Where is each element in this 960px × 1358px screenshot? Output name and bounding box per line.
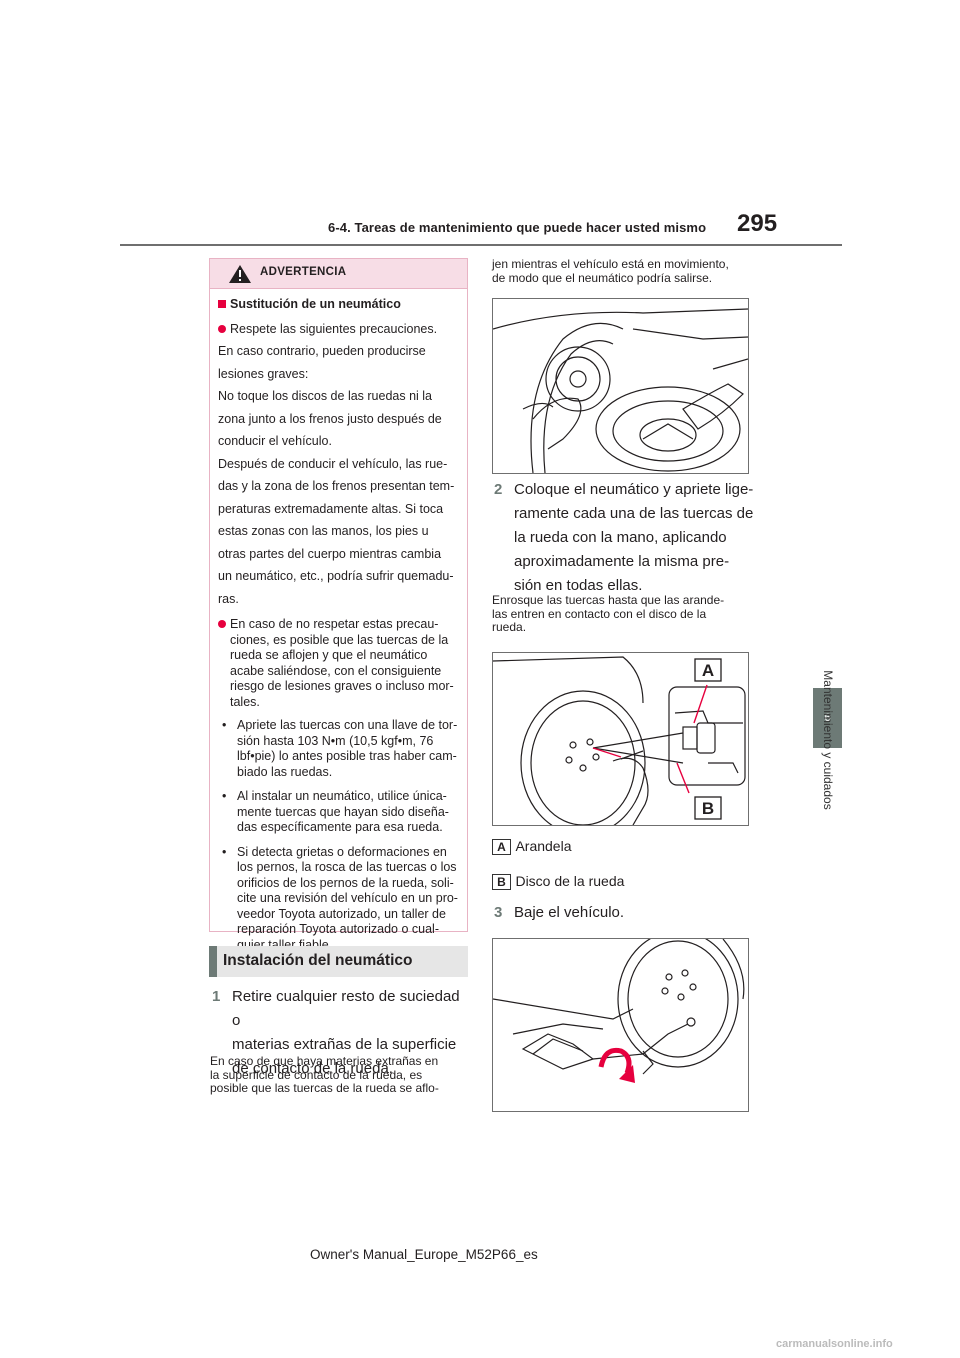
- warning-line: zona junto a los frenos justo después de: [218, 411, 442, 426]
- figure-clean-hub: [492, 298, 749, 474]
- watermark-logo: carmanualsonline.info: [776, 1338, 893, 1350]
- square-bullet-icon: [218, 300, 226, 308]
- warning-line: ras.: [218, 591, 239, 606]
- step-number: 2: [494, 481, 503, 498]
- legend-text: Arandela: [515, 838, 572, 854]
- warning-line: un neumático, etc., podría sufrir quemad…: [218, 569, 454, 583]
- step-3: 3 Baje el vehículo.: [494, 901, 754, 925]
- warning-triangle-icon: [229, 265, 251, 283]
- page-number: 295: [737, 210, 778, 237]
- warning-title: ADVERTENCIA: [260, 266, 347, 278]
- warning-header: ADVERTENCIA: [210, 259, 467, 289]
- warning-bullet-2: • Al instalar un neumático, utilice únic…: [222, 789, 449, 834]
- figure-tighten-nuts: A B: [492, 652, 749, 836]
- step-number: 1: [212, 988, 221, 1005]
- warning-bullet-3: • Si detecta grietas o deformaciones en …: [222, 844, 458, 952]
- step-number: 3: [494, 904, 503, 921]
- warning-line: otras partes del cuerpo mientras cambia: [218, 546, 442, 561]
- step-1-note: En caso de que haya materias extrañas en…: [210, 1054, 439, 1095]
- warning-line: das y la zona de los frenos presentan te…: [218, 479, 455, 493]
- warning-item-2: En caso de no respetar estas precau- cio…: [218, 617, 462, 710]
- warning-body: Sustitución de un neumático Respete las …: [218, 293, 462, 962]
- callout-label-b: B: [702, 799, 714, 818]
- warning-item-1: Respete las siguientes precauciones.: [218, 319, 462, 340]
- legend-key: A: [492, 839, 511, 855]
- warning-line: Después de conducir el vehículo, las rue…: [218, 456, 448, 471]
- step-2: 2 Coloque el neumático y apriete lige- r…: [494, 478, 754, 600]
- jack-lowering-illustration: [492, 930, 745, 1083]
- step-2-note: Enrosque las tuercas hasta que las arand…: [492, 593, 725, 634]
- warning-line: estas zonas con las manos, los pies u: [218, 524, 429, 538]
- wheel-nut-illustration: A B: [492, 656, 746, 836]
- footer-doc-id: Owner's Manual_Europe_M52P66_es: [310, 1247, 538, 1262]
- legend-item-a: A Arandela: [492, 838, 572, 856]
- section-header: 6-4. Tareas de mantenimiento que puede h…: [328, 220, 707, 235]
- warning-bullet-1: • Apriete las tuercas con una llave de t…: [222, 718, 458, 779]
- dot-bullet-icon: [218, 620, 226, 628]
- warning-line: En caso contrario, pueden producirse: [218, 344, 426, 358]
- warning-line: peraturas extremadamente altas. Si toca: [218, 501, 444, 516]
- warning-line: lesiones graves:: [218, 366, 309, 381]
- section-heading: Instalación del neumático: [209, 946, 468, 977]
- chapter-tab[interactable]: 6: [813, 688, 842, 748]
- step-1-note-continued: jen mientras el vehículo está en movimie…: [492, 257, 729, 285]
- wheel-cleaning-illustration: [492, 308, 749, 474]
- chapter-label: Mantenimiento y cuidados: [821, 670, 835, 810]
- warning-line: No toque los discos de las ruedas ni la: [218, 389, 433, 403]
- header-divider: [120, 244, 842, 246]
- warning-box: ADVERTENCIA Sustitución de un neumático …: [209, 258, 468, 952]
- legend-item-b: B Disco de la rueda: [492, 873, 624, 891]
- step-1: 1 Retire cualquier resto de suciedad o m…: [212, 985, 472, 1077]
- legend-text: Disco de la rueda: [515, 873, 625, 889]
- callout-label-a: A: [702, 661, 714, 680]
- warning-subtitle: Sustitución de un neumático: [218, 294, 462, 315]
- legend-key: B: [492, 874, 511, 890]
- figure-lower-vehicle: [492, 930, 749, 1112]
- dot-bullet-icon: [218, 324, 226, 333]
- warning-line: conducir el vehículo.: [218, 434, 332, 448]
